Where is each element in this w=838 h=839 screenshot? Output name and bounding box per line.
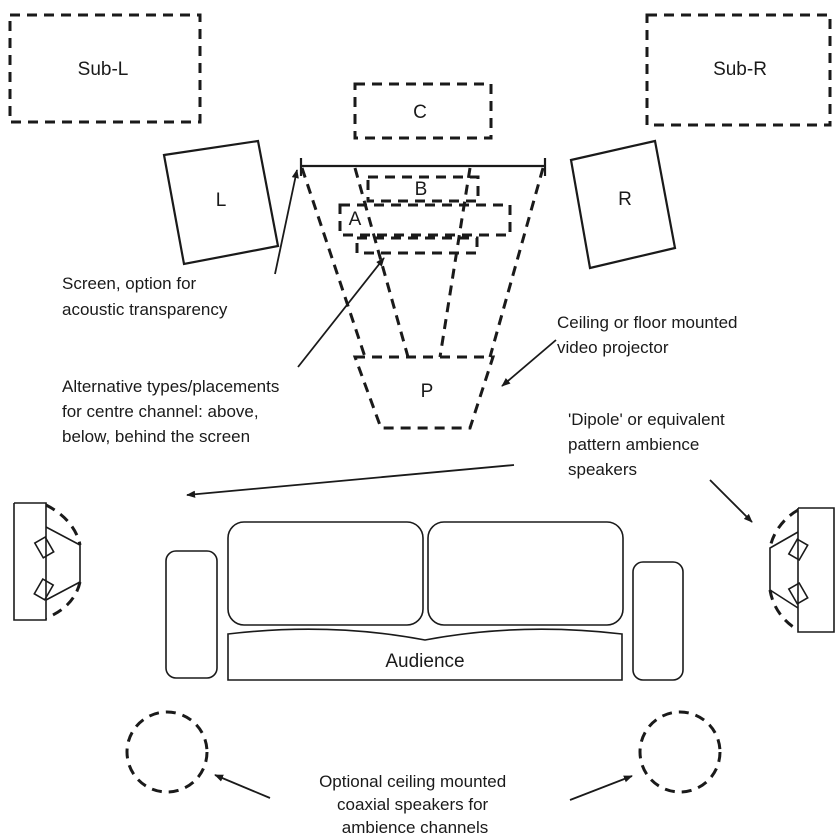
sofa-cushion-right — [427, 521, 624, 626]
audience-sofa: Audience — [165, 521, 684, 681]
centre-option-a-label: A — [349, 209, 362, 230]
centre-option-b-label: B — [415, 179, 428, 200]
ceiling-coaxial-annotation: Optional ceiling mounted coaxial speaker… — [214, 772, 633, 837]
screen-annotation-text: Screen, option for acoustic transparency — [62, 274, 228, 319]
dipole-arrow-right — [709, 479, 753, 523]
sofa-right-arm — [632, 561, 684, 681]
sub-left-speaker: Sub-L — [8, 13, 202, 124]
sofa-seat — [227, 628, 623, 681]
dipole-annotation: 'Dipole' or equivalent pattern ambience … — [186, 410, 753, 523]
dipole-annotation-text: 'Dipole' or equivalent pattern ambience … — [568, 410, 730, 479]
dipole-speaker-left — [13, 502, 82, 621]
projector-annotation-text: Ceiling or floor mounted video projector — [557, 313, 742, 357]
projector-arrow — [501, 339, 557, 387]
projector-annotation: Ceiling or floor mounted video projector — [501, 313, 742, 387]
centre-alternatives-annotation: Alternative types/placements for centre … — [62, 257, 385, 446]
sub-right-speaker: Sub-R — [645, 13, 832, 127]
centre-option-below — [355, 236, 479, 255]
screen-annotation: Screen, option for acoustic transparency — [62, 169, 299, 319]
screen — [299, 158, 547, 176]
left-label: L — [216, 190, 227, 211]
centre-alternatives-arrow — [297, 257, 385, 368]
centre-speaker: C — [353, 82, 493, 140]
ceiling-arrow-left — [214, 774, 271, 799]
right-speaker: R — [569, 139, 677, 270]
sub-left-label: Sub-L — [78, 59, 129, 80]
sofa-left-arm — [165, 550, 218, 679]
ceiling-speaker-right — [638, 710, 722, 794]
centre-option-a: A — [338, 203, 512, 237]
dipole-arrow-left — [186, 464, 515, 498]
projector-label: P — [421, 381, 434, 402]
screen-arrow — [274, 169, 299, 275]
projection-beam — [300, 167, 545, 358]
sofa-cushion-left — [227, 521, 424, 626]
right-label: R — [618, 189, 632, 210]
audience-label: Audience — [385, 651, 464, 672]
sub-right-label: Sub-R — [713, 59, 767, 80]
centre-alternatives-text: Alternative types/placements for centre … — [62, 377, 284, 446]
centre-label: C — [413, 102, 427, 123]
dipole-speaker-right — [768, 507, 835, 633]
ceiling-coaxial-text: Optional ceiling mounted coaxial speaker… — [319, 772, 511, 837]
centre-option-b: B — [366, 175, 480, 203]
ceiling-arrow-right — [569, 775, 633, 801]
projector: P — [352, 355, 496, 430]
left-speaker: L — [162, 139, 280, 266]
ceiling-speaker-left — [125, 710, 209, 794]
